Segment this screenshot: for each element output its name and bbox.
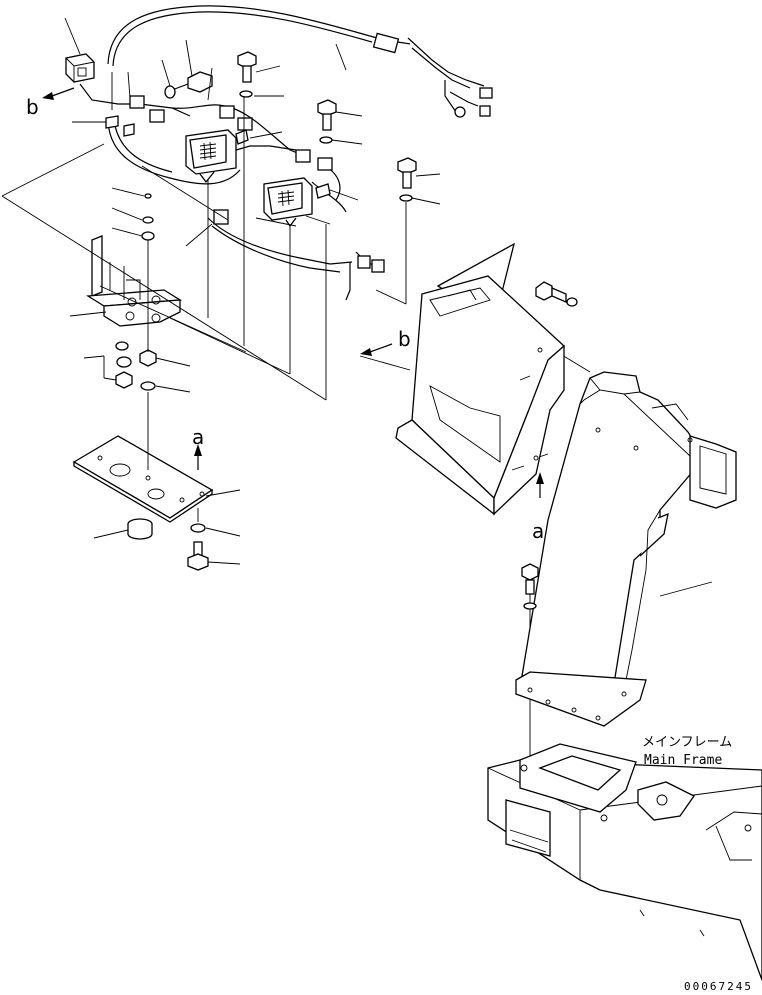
ref-label-a-bottom: a <box>532 519 544 543</box>
horn-unit <box>65 53 95 83</box>
wiring-harness <box>79 5 485 301</box>
flood-lamp-right <box>263 177 313 228</box>
leader-lines-left <box>69 187 241 565</box>
mount-plate <box>72 435 214 523</box>
ref-label-b-right: b <box>398 327 411 351</box>
reference-lines <box>1 96 591 766</box>
bolts-top <box>105 51 417 202</box>
bolt-housing <box>535 281 578 307</box>
main-frame-label-jp: メインフレーム <box>642 735 732 750</box>
washers-left <box>115 193 157 391</box>
drawing-code: 00067245 <box>684 980 753 993</box>
leader-lines-top <box>64 17 441 227</box>
harness-connectors <box>129 32 493 273</box>
leader-stand <box>659 581 713 597</box>
main-frame <box>487 743 762 981</box>
lamp-bracket <box>85 235 183 327</box>
lamp-stand <box>515 371 737 727</box>
grommet <box>127 518 153 540</box>
bolt-stand <box>521 563 539 610</box>
flood-lamp-left <box>185 129 237 184</box>
ref-label-b-left: b <box>26 95 39 119</box>
main-frame-label-en: Main Frame <box>644 753 722 768</box>
lamp-housing <box>395 242 565 516</box>
ref-label-a-top: a <box>192 425 204 449</box>
arrow-markers <box>42 87 544 498</box>
bolt-bottom-left <box>187 523 209 571</box>
